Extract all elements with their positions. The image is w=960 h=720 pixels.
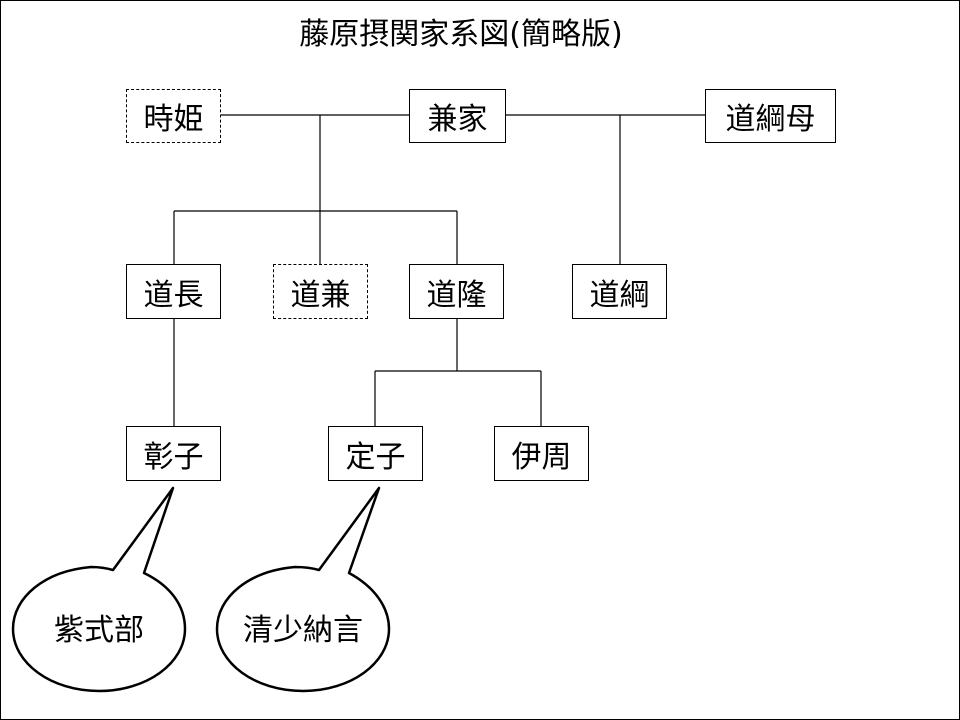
node-michitsuna: 道綱 <box>572 264 667 319</box>
node-tokihime: 時姫 <box>126 89 221 143</box>
bubble-text-murasaki: 紫式部 <box>54 613 144 648</box>
speech-bubble-murasaki <box>11 486 187 693</box>
node-michitsuna-haha: 道綱母 <box>705 89 836 143</box>
speech-bubble-seisho <box>215 486 391 693</box>
node-michikane: 道兼 <box>273 264 368 319</box>
node-kaneie: 兼家 <box>409 89 506 143</box>
node-michinaga: 道長 <box>126 264 221 319</box>
node-shoshi: 彰子 <box>126 426 221 481</box>
node-teishi: 定子 <box>328 426 423 481</box>
bubble-text-seisho: 清少納言 <box>243 613 363 648</box>
node-korechika: 伊周 <box>494 426 589 481</box>
node-michitaka: 道隆 <box>409 264 504 319</box>
diagram-title: 藤原摂関家系図(簡略版) <box>299 17 623 52</box>
